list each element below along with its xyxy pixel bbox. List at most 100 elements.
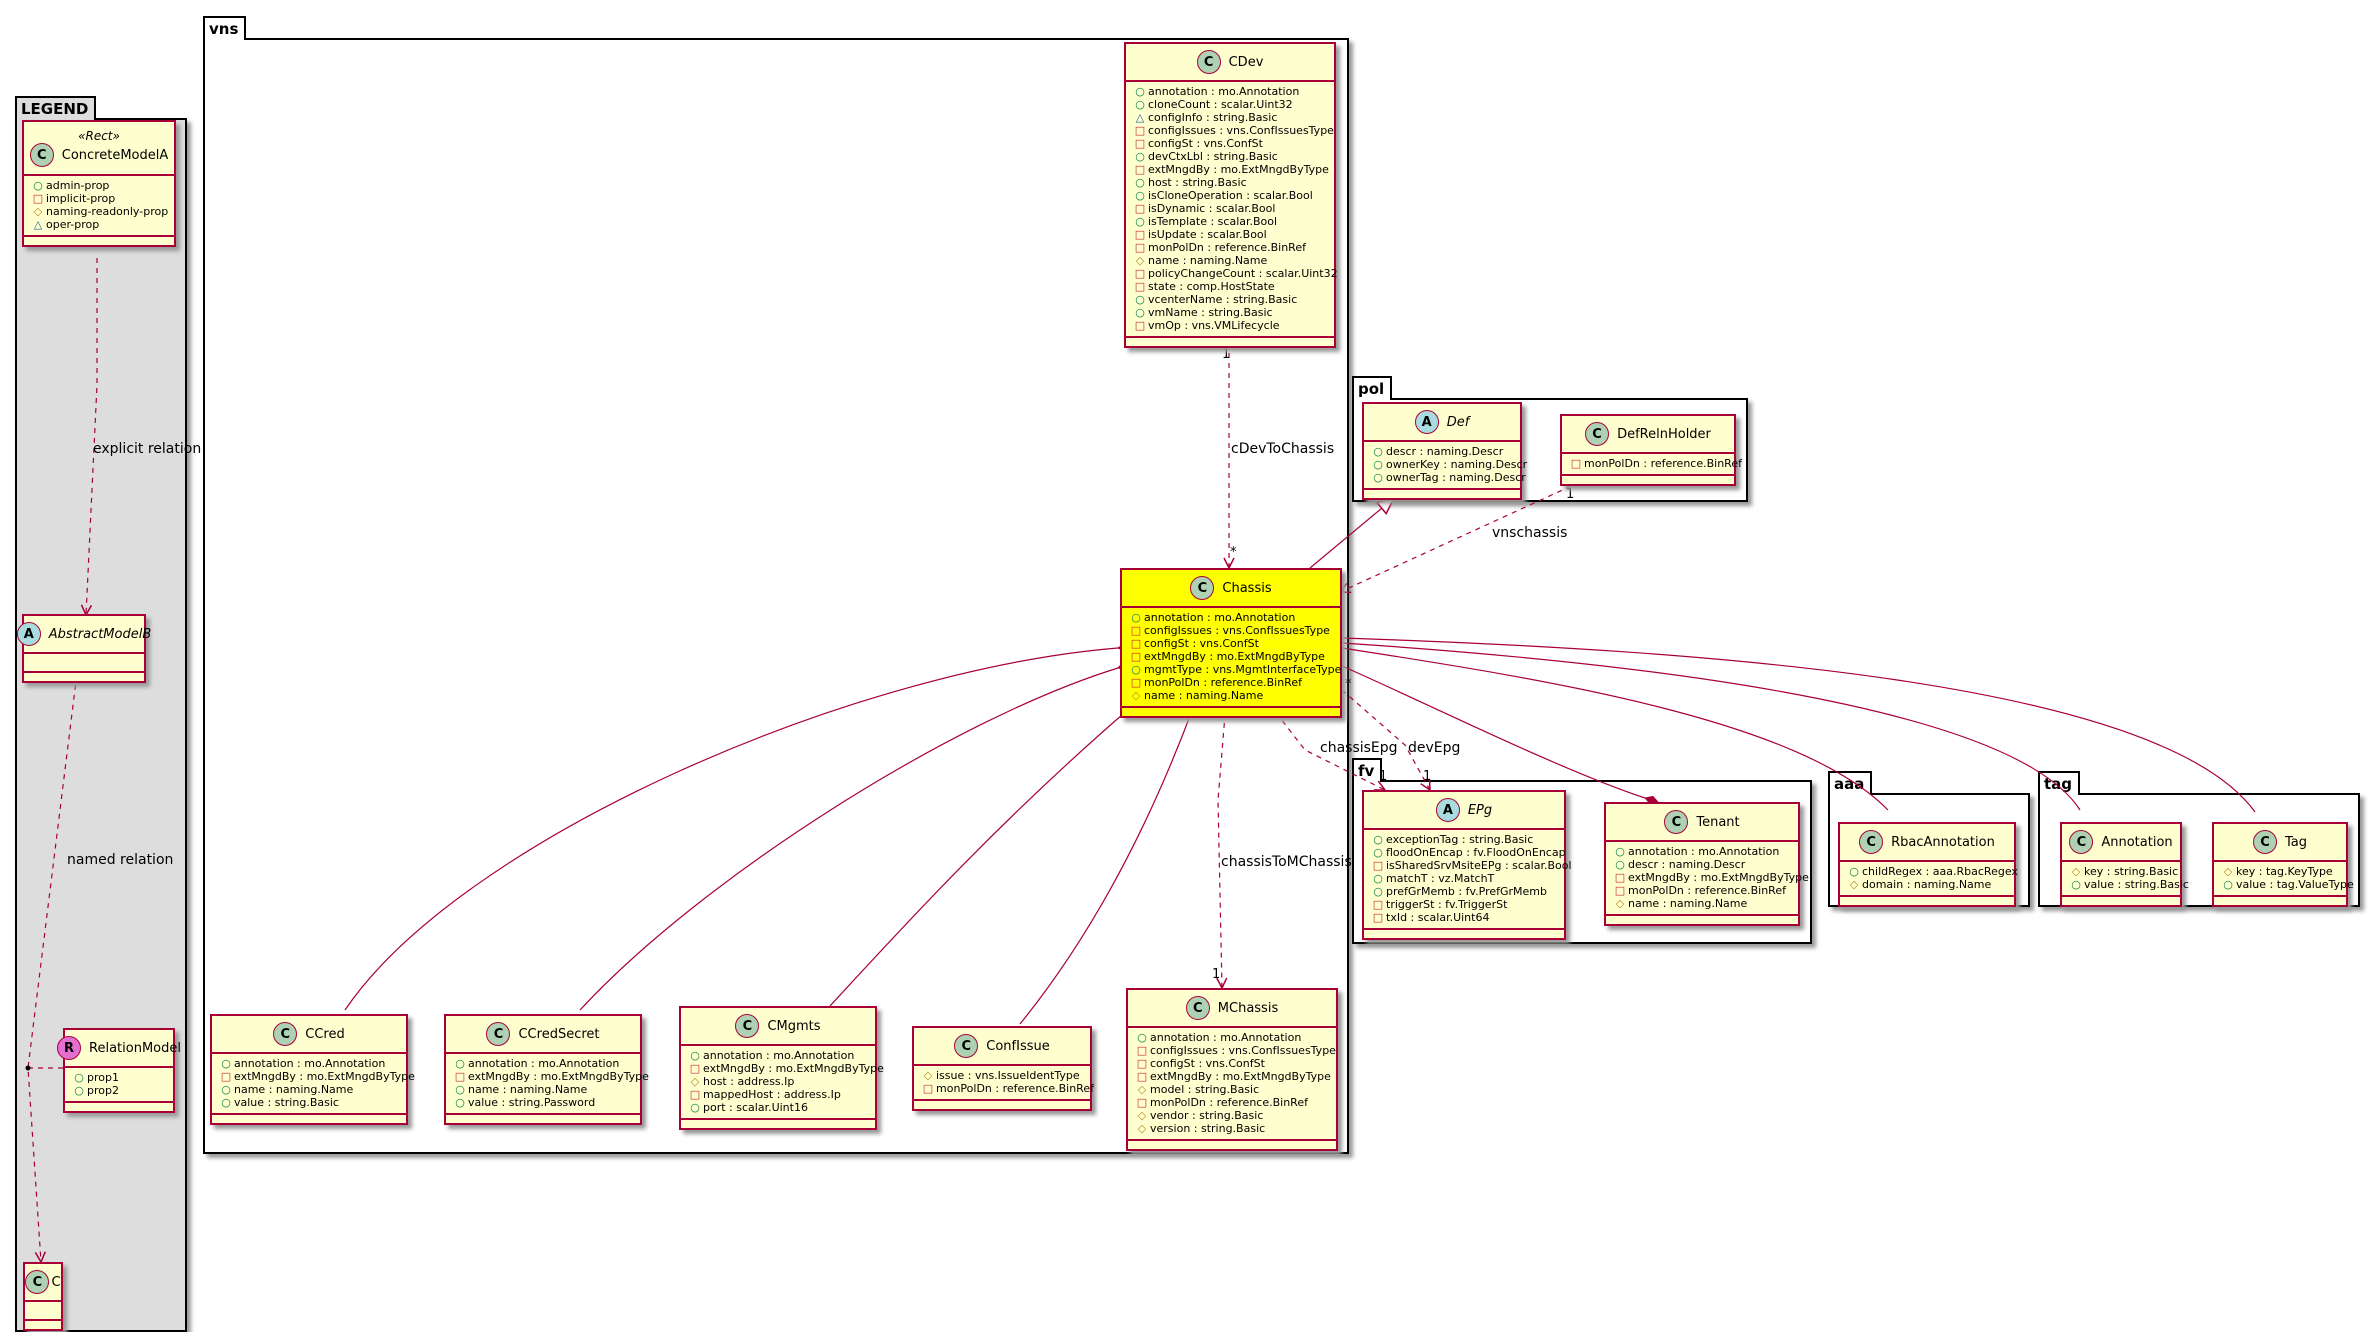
class-header: C C	[25, 1264, 61, 1302]
attribute-row: □extMngdBy : mo.ExtMngdByType	[689, 1062, 884, 1075]
chassis-ccredsecret-composition	[579, 661, 1133, 1011]
class-name: CMgmts	[767, 1018, 821, 1034]
attribute-list	[25, 1302, 61, 1321]
visibility-icon: ○	[221, 1096, 231, 1109]
method-list	[681, 1120, 875, 1128]
method-list	[2062, 897, 2180, 905]
attribute-row: □monPolDn : reference.BinRef	[1614, 884, 1792, 897]
visibility-icon: ○	[74, 1084, 84, 1097]
visibility-icon: □	[32, 192, 44, 205]
class-c-icon: C	[486, 1022, 511, 1046]
attribute-row: ○ownerTag : naming.Descr	[1372, 471, 1526, 484]
class-chassis[interactable]: C Chassis ○annotation : mo.Annotation□co…	[1120, 568, 1342, 718]
visibility-icon: □	[454, 1070, 466, 1083]
class-defrelnholder[interactable]: C DefRelnHolder □monPolDn : reference.Bi…	[1560, 414, 1742, 486]
visibility-icon: □	[220, 1070, 232, 1083]
attribute-row: ◇key : string.Basic	[2070, 865, 2178, 878]
class-rbacannotation[interactable]: C RbacAnnotation ○childRegex : aaa.RbacR…	[1838, 822, 2018, 907]
visibility-icon: ○	[1135, 85, 1145, 98]
visibility-icon: □	[1134, 241, 1146, 254]
attribute-row: ◇key : tag.KeyType	[2222, 865, 2340, 878]
visibility-icon: ◇	[1849, 878, 1859, 891]
class-tenant[interactable]: C Tenant ○annotation : mo.Annotation○des…	[1604, 802, 1809, 926]
visibility-icon: □	[1136, 1044, 1148, 1057]
attribute-row: ○annotation : mo.Annotation	[689, 1049, 869, 1062]
visibility-icon: □	[1134, 202, 1146, 215]
attribute-text: configIssues : vns.ConfIssuesType	[1148, 124, 1334, 137]
method-list	[1126, 338, 1334, 346]
visibility-icon: ○	[1135, 150, 1145, 163]
class-header: C Tenant	[1606, 804, 1798, 842]
class-a-icon: A	[1435, 798, 1460, 822]
vnschassis-edge	[1338, 481, 1581, 594]
attribute-row: □policyChangeCount : scalar.Uint32	[1134, 267, 1338, 280]
visibility-icon: □	[1130, 676, 1142, 689]
attribute-text: annotation : mo.Annotation	[468, 1057, 620, 1070]
dev-epg-edge	[1341, 689, 1431, 792]
aaa-package-tab: aaa	[1828, 771, 1873, 795]
class-cmgmts[interactable]: C CMgmts ○annotation : mo.Annotation□ext…	[679, 1006, 884, 1130]
class-mchassis[interactable]: C MChassis ○annotation : mo.Annotation□c…	[1126, 988, 1338, 1151]
legend-package-tab: LEGEND	[15, 96, 97, 120]
class-concrete-model-a[interactable]: «Rect» C ConcreteModelA ○admin-prop□impl…	[22, 120, 176, 247]
visibility-icon: □	[1134, 228, 1146, 241]
class-def[interactable]: A Def ○descr : naming.Descr○ownerKey : n…	[1362, 402, 1527, 500]
attribute-list: ○annotation : mo.Annotation□extMngdBy : …	[446, 1054, 649, 1115]
attribute-row: □extMngdBy : mo.ExtMngdByType	[1136, 1070, 1331, 1083]
class-name: CCredSecret	[518, 1026, 600, 1042]
chassis-rbacannotation-composition	[1327, 642, 1889, 811]
attribute-text: txId : scalar.Uint64	[1386, 911, 1490, 924]
class-confissue[interactable]: C ConfIssue ◇issue : vns.IssueIdentType□…	[912, 1026, 1094, 1111]
attribute-row: ○value : tag.ValueType	[2222, 878, 2354, 891]
attribute-text: annotation : mo.Annotation	[1628, 845, 1780, 858]
visibility-icon: ○	[1615, 845, 1625, 858]
method-list	[2214, 897, 2346, 905]
visibility-icon: ○	[1135, 176, 1145, 189]
class-c[interactable]: C C	[23, 1262, 63, 1331]
attribute-row: □extMngdBy : mo.ExtMngdByType	[1130, 650, 1334, 663]
class-header: A EPg	[1364, 792, 1564, 830]
attribute-row: ◇host : address.Ip	[689, 1075, 869, 1088]
class-c-icon: C	[1585, 422, 1610, 446]
attribute-text: configSt : vns.ConfSt	[1148, 137, 1263, 150]
method-list	[446, 1115, 640, 1123]
attribute-text: domain : naming.Name	[1862, 878, 1992, 891]
class-ccredsecret[interactable]: C CCredSecret ○annotation : mo.Annotatio…	[444, 1014, 649, 1125]
class-header: C MChassis	[1128, 990, 1336, 1028]
attribute-text: port : scalar.Uint16	[703, 1101, 808, 1114]
named-relation-edge	[27, 664, 79, 1264]
class-epg[interactable]: A EPg ○exceptionTag : string.Basic○flood…	[1362, 790, 1572, 940]
chassis-epg-label: chassisEpg	[1320, 740, 1398, 756]
class-relation-model[interactable]: R RelationModel ○prop1○prop2	[57, 1028, 181, 1113]
class-tag[interactable]: C Tag ◇key : tag.KeyType○value : tag.Val…	[2212, 822, 2354, 907]
attribute-text: extMngdBy : mo.ExtMngdByType	[1150, 1070, 1331, 1083]
visibility-icon: ○	[1131, 663, 1141, 676]
class-annotation[interactable]: C Annotation ◇key : string.Basic○value :…	[2060, 822, 2189, 907]
attribute-text: mgmtType : vns.MgmtInterfaceType	[1144, 663, 1342, 676]
class-name: Tenant	[1696, 814, 1740, 830]
visibility-icon: ○	[455, 1083, 465, 1096]
attribute-row: ○devCtxLbl : string.Basic	[1134, 150, 1328, 163]
class-ccred[interactable]: C CCred ○annotation : mo.Annotation□extM…	[210, 1014, 415, 1125]
method-list	[1606, 916, 1798, 924]
chassis-confissue-composition	[1019, 693, 1200, 1025]
attribute-text: annotation : mo.Annotation	[1148, 85, 1300, 98]
class-name: EPg	[1467, 802, 1493, 818]
attribute-text: annotation : mo.Annotation	[703, 1049, 855, 1062]
attribute-text: matchT : vz.MatchT	[1386, 872, 1495, 885]
visibility-icon: ◇	[1131, 689, 1141, 702]
visibility-icon: ○	[1373, 846, 1383, 859]
attribute-list: ○annotation : mo.Annotation□extMngdBy : …	[681, 1046, 884, 1120]
class-cdev[interactable]: C CDev ○annotation : mo.Annotation○clone…	[1124, 42, 1338, 348]
attribute-text: cloneCount : scalar.Uint32	[1148, 98, 1293, 111]
attribute-text: extMngdBy : mo.ExtMngdByType	[1628, 871, 1809, 884]
visibility-icon: □	[1372, 898, 1384, 911]
class-c-icon: C	[25, 1270, 50, 1294]
class-abstract-model-b[interactable]: A AbstractModelB	[16, 614, 151, 683]
chassis-to-mchassis-label: chassisToMChassis	[1221, 854, 1352, 870]
method-list	[65, 1103, 173, 1111]
attribute-row: ○vcenterName : string.Basic	[1134, 293, 1328, 306]
chassis-to-mchassis-target-multiplicity: 1	[1212, 967, 1220, 982]
attribute-text: value : string.Basic	[2084, 878, 2189, 891]
attribute-text: prefGrMemb : fv.PrefGrMemb	[1386, 885, 1547, 898]
